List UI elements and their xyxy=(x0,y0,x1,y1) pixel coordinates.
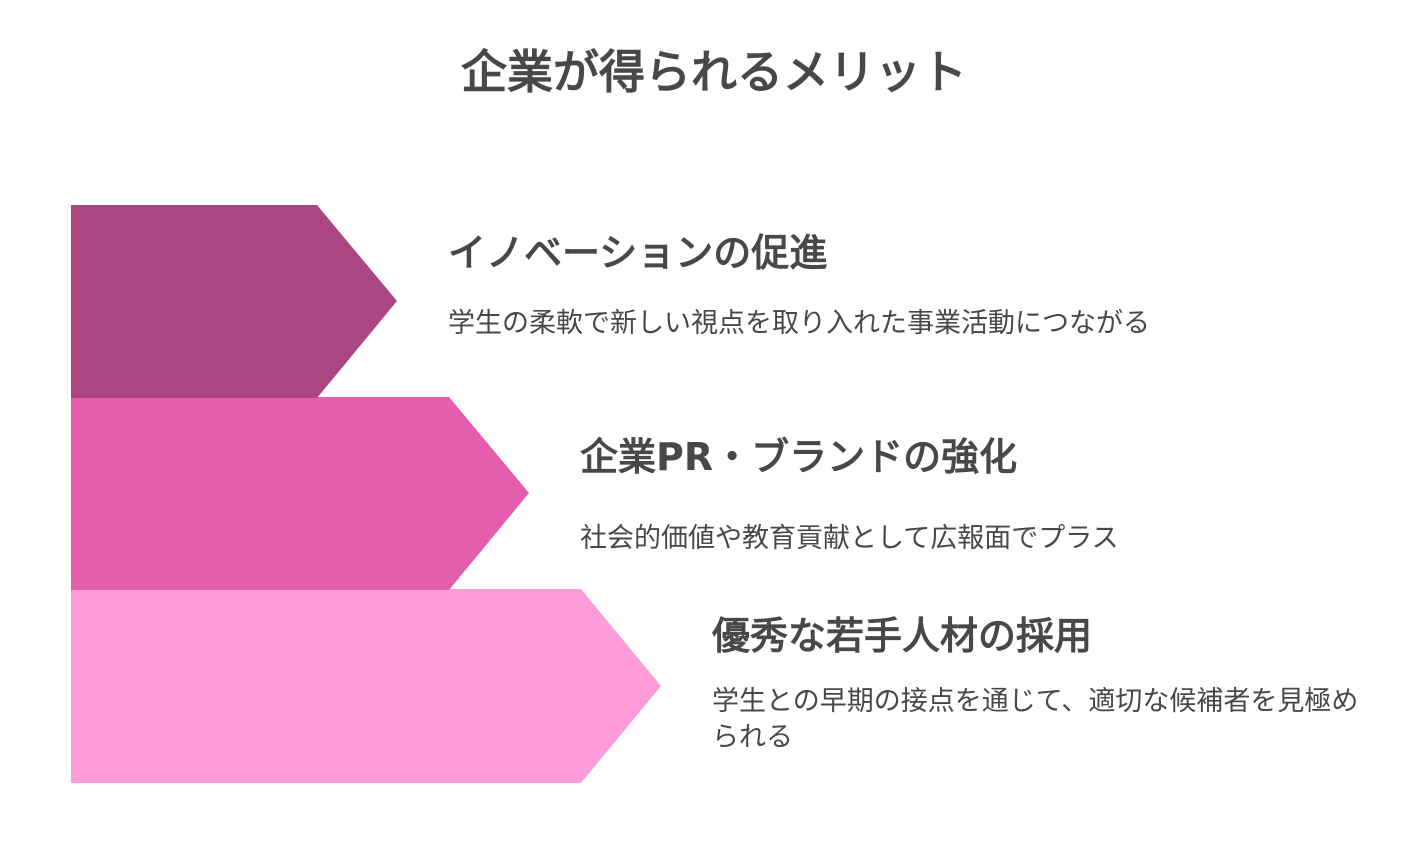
arrow-step-1 xyxy=(71,205,397,398)
item-description-innovation: 学生の柔軟で新しい視点を取り入れた事業活動につながる xyxy=(448,308,1150,339)
item-description-branding: 社会的価値や教育貢献として広報面でプラス xyxy=(580,523,1119,554)
item-title-innovation: イノベーションの促進 xyxy=(448,231,828,275)
item-description-recruiting: 学生との早期の接点を通じて、適切な候補者を見極められる xyxy=(712,686,1359,753)
arrow-step-2 xyxy=(71,397,529,590)
item-title-branding: 企業PR・ブランドの強化 xyxy=(580,435,1018,479)
item-title-recruiting: 優秀な若手人材の採用 xyxy=(712,614,1093,658)
page-title: 企業が得られるメリット xyxy=(461,45,967,99)
arrow-step-3 xyxy=(71,589,661,783)
